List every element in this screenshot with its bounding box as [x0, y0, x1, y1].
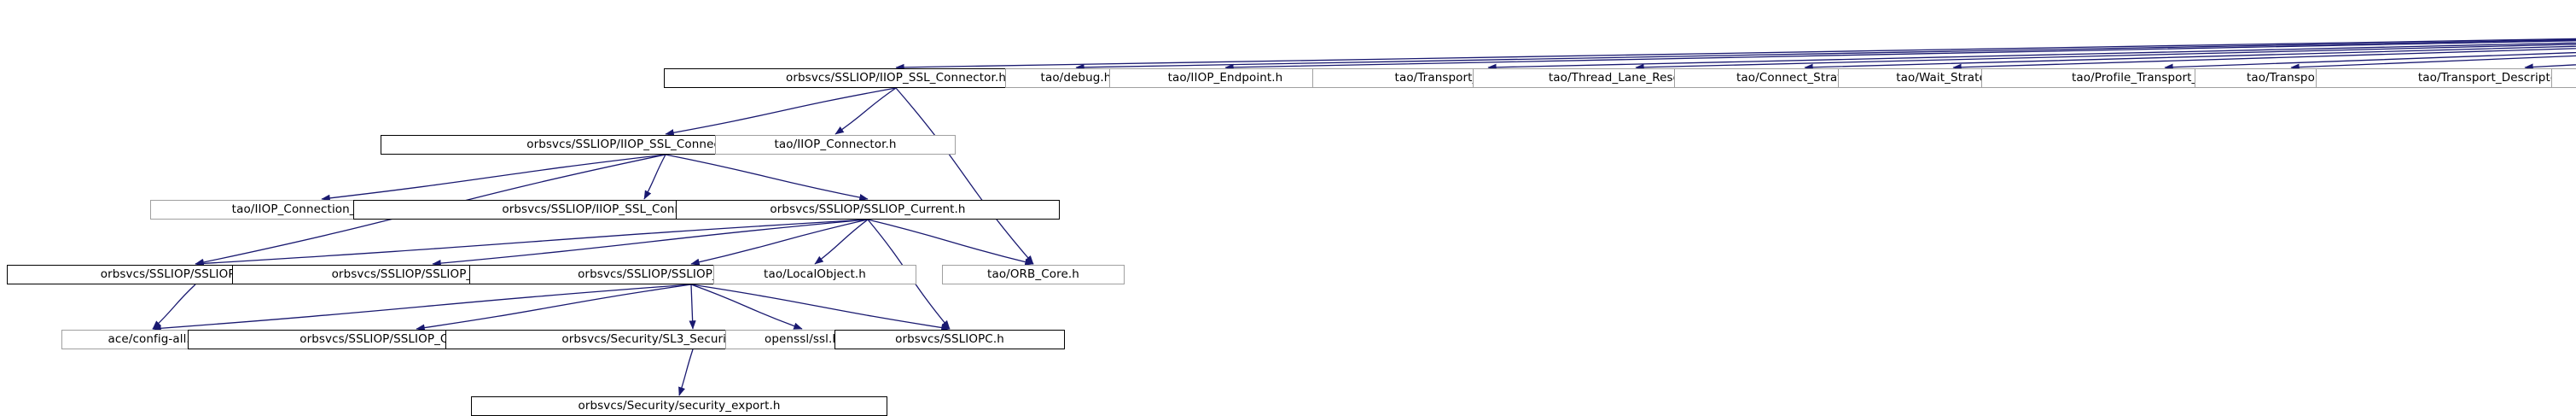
- graph-node-label: tao/IIOP_Endpoint.h: [1167, 70, 1283, 85]
- graph-edge: [690, 284, 951, 331]
- graph-node[interactable]: orbsvcs/SSLIOP/SSLIOP_Current.h: [676, 200, 1060, 220]
- graph-edge: [665, 154, 869, 202]
- graph-edge: [432, 219, 869, 267]
- graph-node-label: orbsvcs/SSLIOPC.h: [895, 331, 1004, 346]
- graph-node-label: tao/LocalObject.h: [764, 267, 866, 281]
- graph-node[interactable]: tao/IIOP_Endpoint.h: [1109, 68, 1341, 88]
- graph-edge: [1224, 39, 2576, 71]
- graph-edge: [690, 284, 803, 330]
- graph-edge: [1075, 38, 2576, 71]
- graph-node-label: tao/Transport.h: [2246, 70, 2336, 85]
- graph-edge: [895, 87, 1034, 265]
- graph-edge: [1952, 48, 2576, 71]
- graph-edge: [321, 154, 666, 202]
- graph-edge: [895, 38, 2576, 72]
- graph-node-label: tao/IIOP_Connector.h: [774, 137, 897, 151]
- graph-edge: [1487, 42, 2576, 71]
- graph-edge: [834, 87, 897, 135]
- graph-edge: [814, 219, 869, 265]
- graph-edge: [1804, 45, 2576, 71]
- graph-edge: [690, 219, 869, 266]
- graph-node[interactable]: orbsvcs/Security/security_export.h: [471, 396, 887, 416]
- graph-node-label: tao/ORB_Core.h: [987, 267, 1079, 281]
- graph-node[interactable]: tao/LocalObject.h: [713, 265, 916, 284]
- graph-edge: [2290, 56, 2576, 71]
- graph-node-label: orbsvcs/SSLIOP/IIOP_SSL_Connector.h: [786, 70, 1006, 85]
- graph-node-label: ace/config-all.h: [108, 331, 198, 346]
- graph-edge: [867, 219, 1034, 266]
- graph-node[interactable]: orbsvcs/SSLIOPC.h: [834, 330, 1065, 349]
- graph-edge: [152, 284, 692, 332]
- graph-node[interactable]: tao/IIOP_Connector.h: [715, 135, 956, 155]
- graph-edge: [195, 219, 869, 267]
- graph-edge: [643, 154, 666, 200]
- graph-node[interactable]: tao/ORB_Core.h: [942, 265, 1125, 284]
- graph-edge: [689, 284, 696, 330]
- graph-edge: [152, 284, 196, 330]
- graph-node[interactable]: ace/Strategies_T.h: [2551, 68, 2576, 88]
- graph-edge: [1635, 43, 2576, 71]
- graph-node-label: orbsvcs/Security/security_export.h: [578, 398, 781, 413]
- graph-edge: [416, 284, 692, 331]
- graph-node-label: tao/debug.h: [1040, 70, 1112, 85]
- graph-edge: [678, 349, 694, 396]
- graph-edge: [2524, 63, 2576, 71]
- graph-node-label: orbsvcs/SSLIOP/SSLIOP_Current.h: [770, 202, 966, 216]
- graph-edge: [665, 87, 897, 137]
- graph-edge: [2164, 52, 2576, 71]
- graph-node-label: openssl/ssl.h: [764, 331, 840, 346]
